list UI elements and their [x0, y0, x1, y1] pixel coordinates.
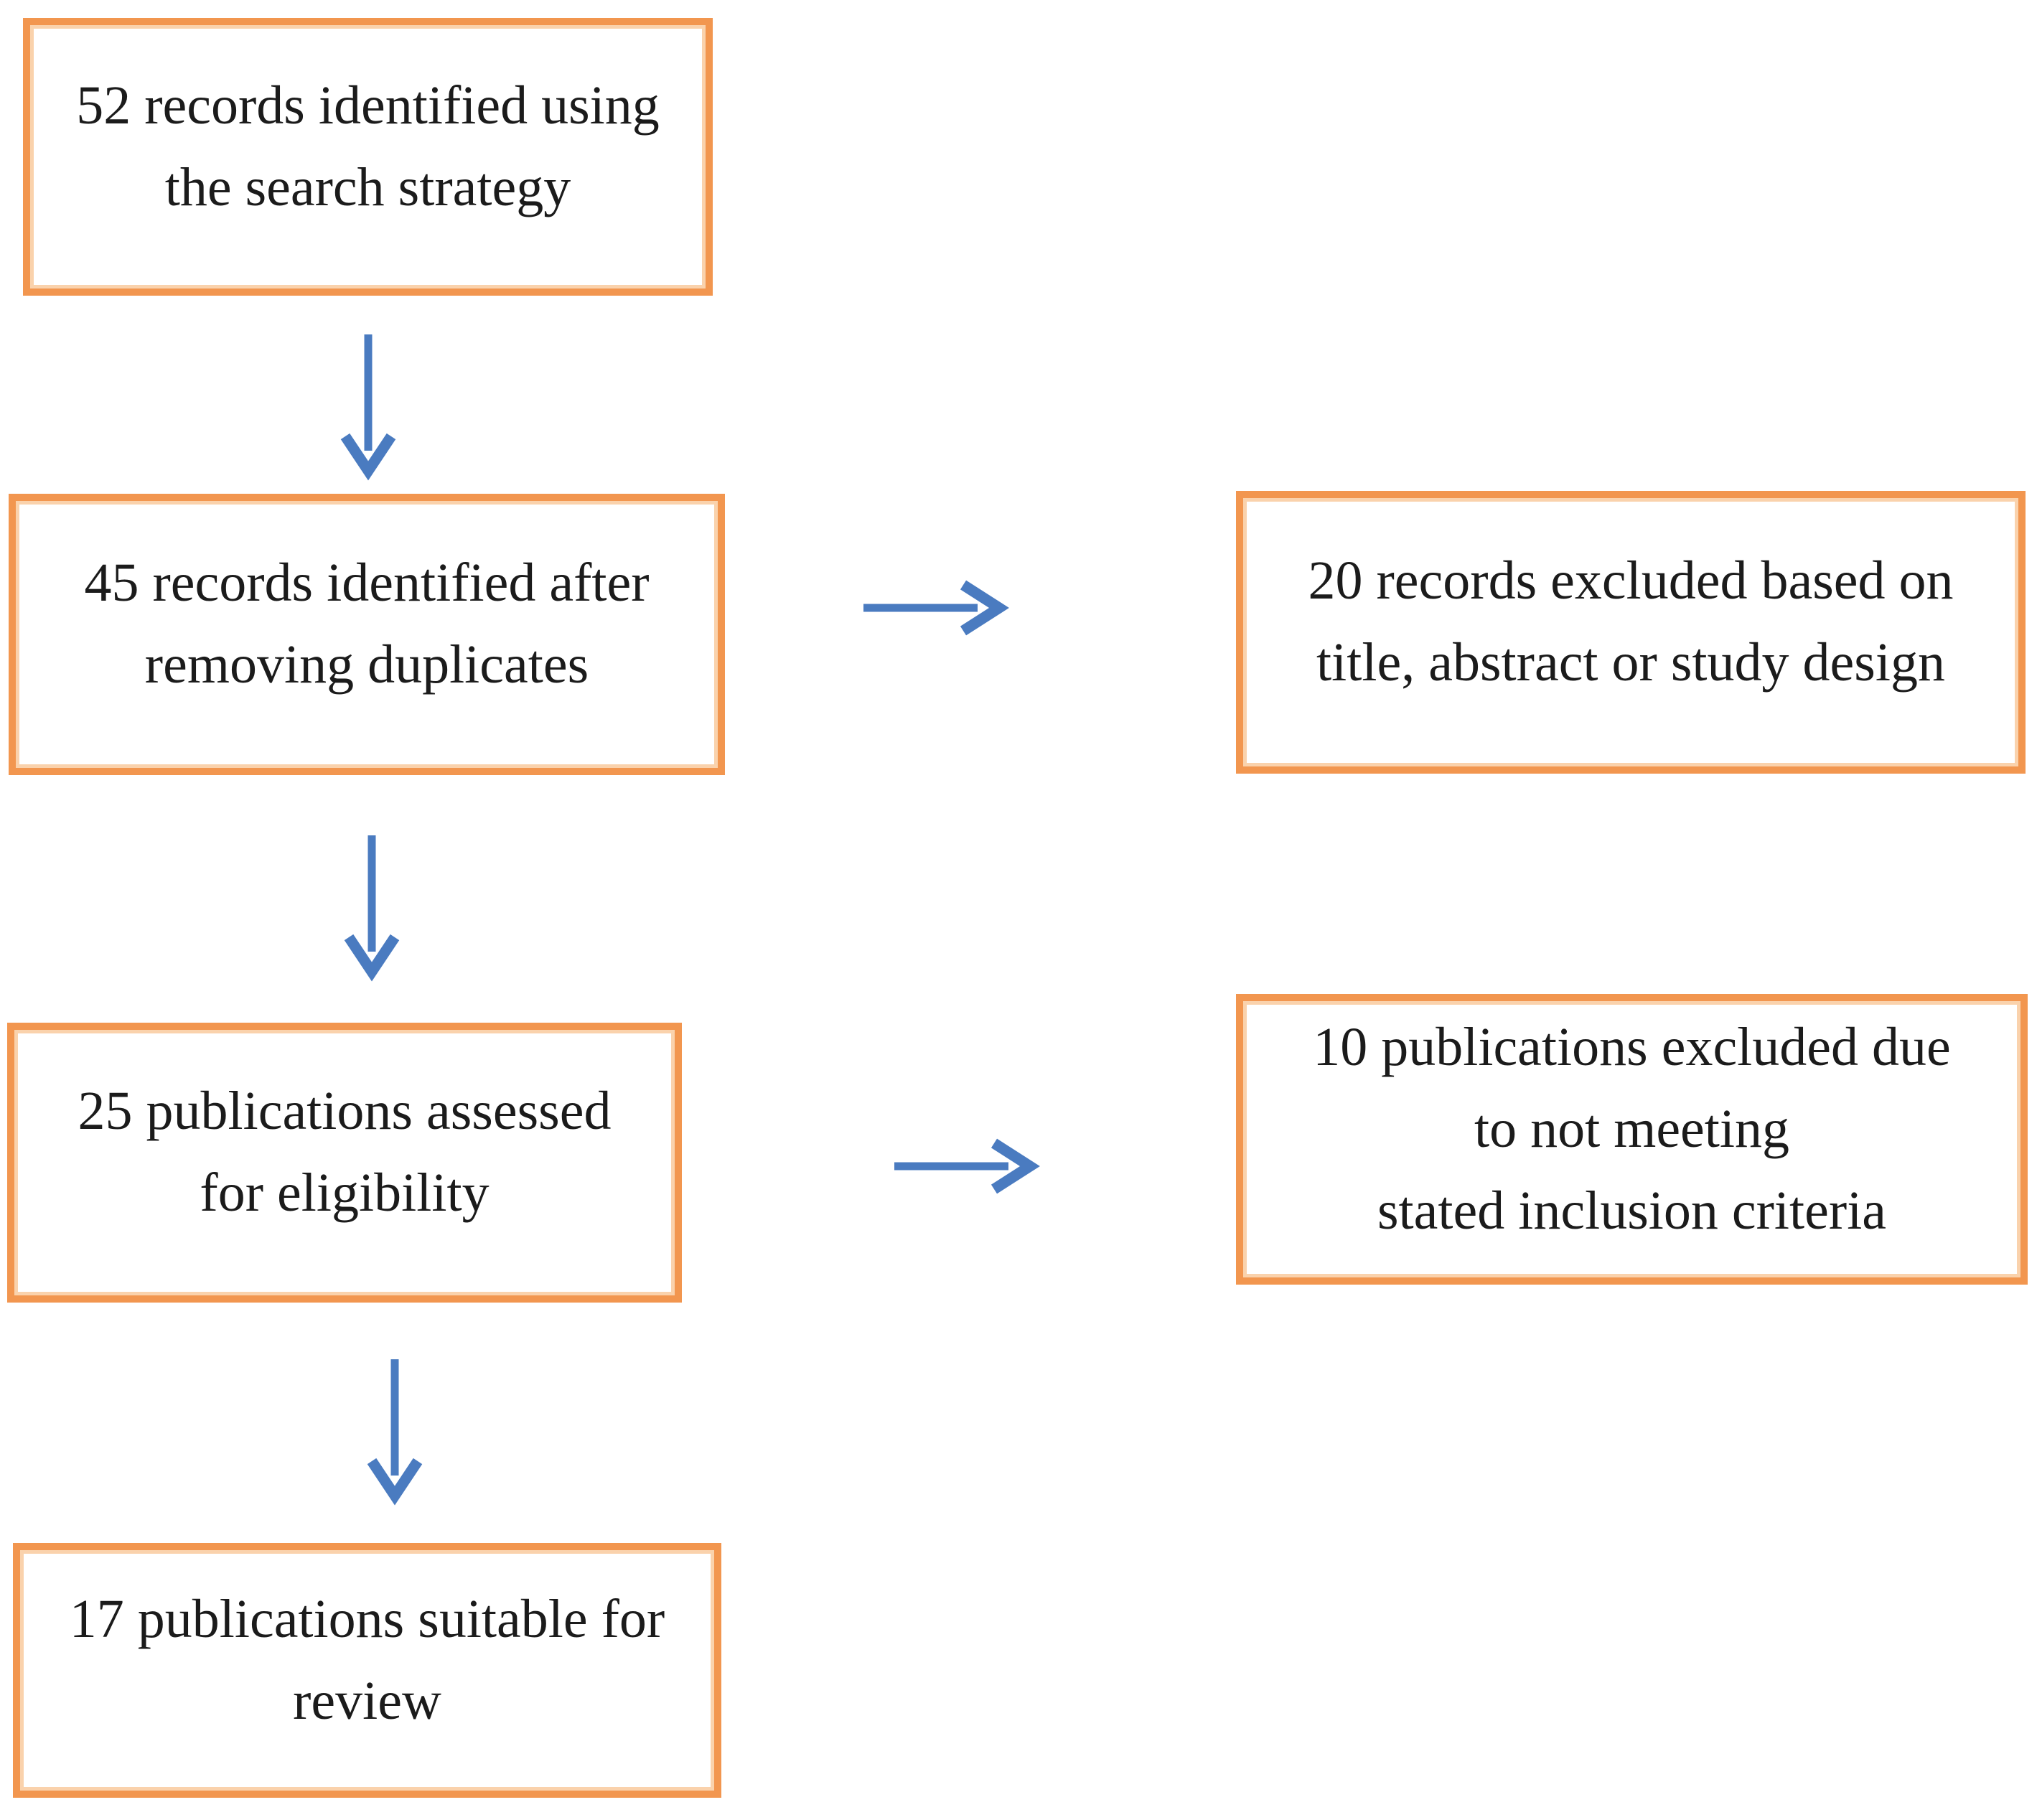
- flow-box-publications-included: 17 publications suitable for review: [13, 1543, 721, 1798]
- box-text-line: stated inclusion criteria: [1377, 1180, 1887, 1241]
- box-text-line: review: [293, 1670, 441, 1731]
- box-text-line: for eligibility: [200, 1163, 490, 1223]
- box-text-line: to not meeting: [1474, 1098, 1790, 1159]
- flow-box-publications-excluded: 10 publications excluded due to not meet…: [1236, 994, 2028, 1285]
- box-text-line: 17 publications suitable for: [69, 1588, 665, 1649]
- flow-box-records-identified: 52 records identified using the search s…: [23, 18, 713, 296]
- arrow-down-icon: [367, 1359, 423, 1506]
- flow-box-records-excluded: 20 records excluded based on title, abst…: [1236, 491, 2026, 774]
- box-text-line: the search strategy: [164, 156, 571, 217]
- box-text-line: 10 publications excluded due: [1313, 1016, 1951, 1077]
- box-text-line: removing duplicates: [144, 634, 589, 695]
- box-text-line: 25 publications assessed: [78, 1081, 612, 1141]
- box-text-line: 52 records identified using: [76, 75, 660, 136]
- arrow-right-icon: [863, 580, 1009, 636]
- arrow-right-icon: [894, 1138, 1040, 1194]
- box-text-line: 20 records excluded based on: [1308, 550, 1954, 611]
- arrow-down-icon: [340, 334, 396, 481]
- flow-box-records-deduplicated: 45 records identified after removing dup…: [9, 494, 725, 775]
- flow-box-publications-assessed: 25 publications assessed for eligibility: [7, 1023, 682, 1303]
- box-text-line: 45 records identified after: [84, 553, 650, 613]
- arrow-down-icon: [344, 835, 400, 982]
- box-text-line: title, abstract or study design: [1316, 632, 1945, 693]
